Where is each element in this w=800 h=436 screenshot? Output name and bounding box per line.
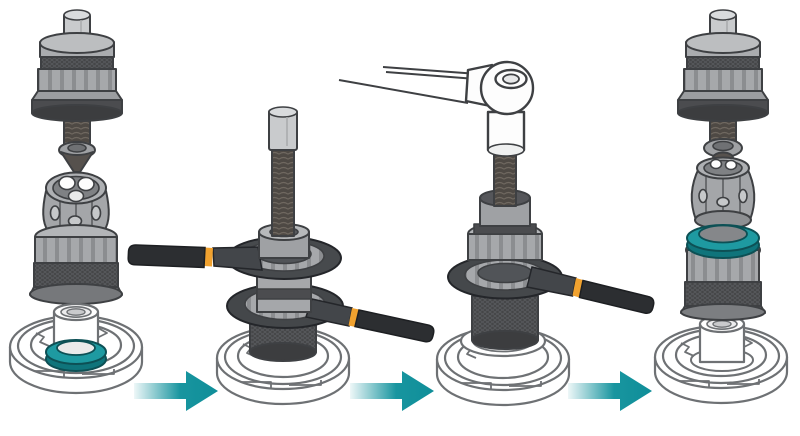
ratchet-wrench <box>338 60 535 116</box>
tool-ring <box>29 224 123 305</box>
seal-ring <box>45 339 107 372</box>
extracted-seal-ring <box>686 224 760 259</box>
step-2 <box>127 106 435 406</box>
hex-rod-top <box>268 106 298 151</box>
threaded-rod <box>271 145 295 237</box>
tool-ring <box>467 222 543 261</box>
collet <box>690 156 756 230</box>
step-4 <box>653 9 789 405</box>
arrow-right-icon <box>134 371 218 411</box>
step-3 <box>338 60 655 407</box>
press-knob <box>677 9 769 122</box>
tool-body <box>471 295 539 350</box>
tool-collar <box>479 189 531 227</box>
press-knob <box>31 9 123 122</box>
arrow-right-icon <box>350 371 434 411</box>
socket <box>486 110 526 157</box>
upper-wrench-marking <box>204 247 213 267</box>
cartridge-post <box>698 314 746 364</box>
holding-wrench <box>447 254 655 314</box>
arrow-right-icon <box>568 371 652 411</box>
collet <box>42 171 110 232</box>
step-1 <box>8 9 144 395</box>
puller-cone <box>58 141 96 173</box>
